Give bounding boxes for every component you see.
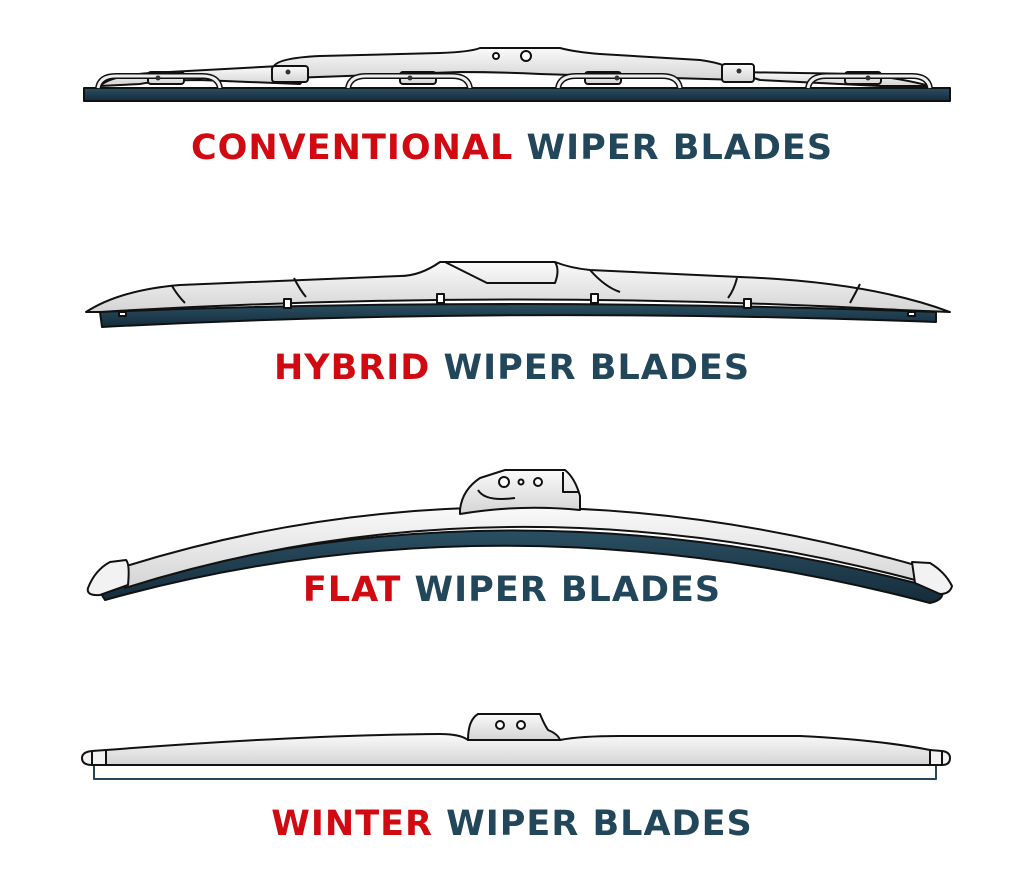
winter-caption: WINTER WIPER BLADES — [0, 804, 1024, 844]
caption-rest: WIPER BLADES — [526, 128, 834, 168]
conventional-caption: CONVENTIONAL WIPER BLADES — [0, 128, 1024, 168]
caption-rest: WIPER BLADES — [443, 348, 751, 388]
caption-accent: CONVENTIONAL — [190, 128, 514, 168]
flat-blade-icon — [86, 469, 953, 604]
caption-rest: WIPER BLADES — [414, 570, 722, 610]
winter-blade-icon — [81, 713, 951, 780]
caption-accent: FLAT — [302, 570, 402, 610]
caption-rest: WIPER BLADES — [446, 804, 753, 844]
caption-accent: WINTER — [271, 804, 433, 844]
flat-caption: FLAT WIPER BLADES — [0, 570, 1024, 610]
hybrid-caption: HYBRID WIPER BLADES — [0, 348, 1024, 388]
caption-accent: HYBRID — [273, 348, 431, 388]
conventional-blade-icon — [83, 47, 951, 102]
hybrid-blade-icon — [85, 261, 951, 328]
